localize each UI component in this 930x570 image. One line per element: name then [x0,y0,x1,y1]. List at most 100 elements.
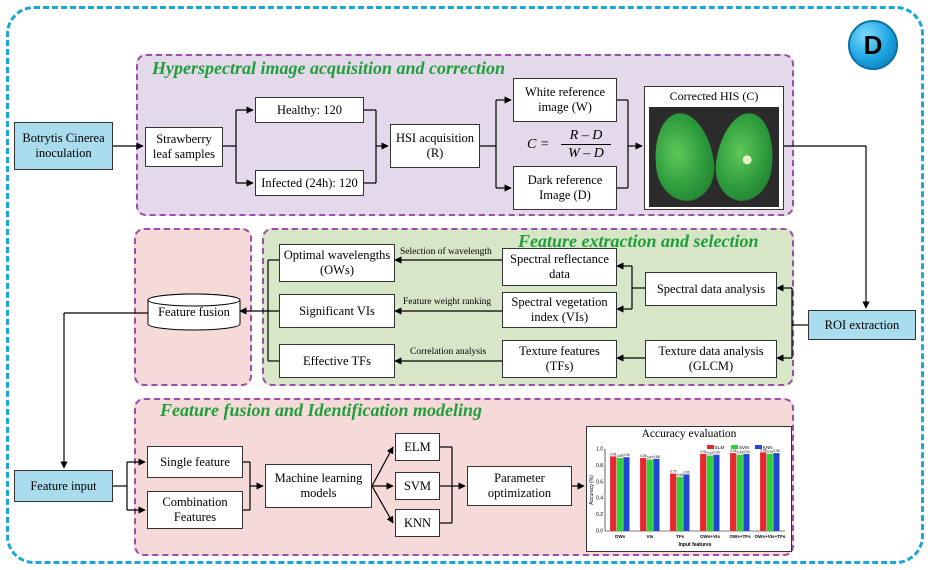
bar-svm [616,458,623,531]
bar-knn [713,454,720,531]
bar-value-label: 0.94 [743,450,749,454]
x-axis-label: Input features [678,542,711,548]
corrected-his-label: Corrected HIS (C) [669,89,759,103]
feature-weight-ranking-label: Feature weight ranking [403,297,492,307]
spectral-data-analysis-box: Spectral data analysis [645,272,777,306]
bar-knn [653,458,660,531]
single-feature-box: Single feature [147,446,243,478]
x-tick-label: OWs [615,534,626,539]
dark-reference-box: Dark reference Image (D) [513,166,617,210]
x-tick-label: OWs+VIs+TFs [755,534,786,539]
legend-label-elm: ELM [715,445,725,450]
svm-box: SVM [395,472,440,500]
bar-value-label: 0.91 [610,452,616,456]
y-tick-label: 0.4 [596,496,603,502]
formula-numerator: R – D [561,128,611,145]
y-tick-label: 0.6 [596,479,603,485]
bar-elm [700,453,707,531]
bar-svm [676,476,683,531]
y-tick-label: 1.0 [596,447,603,453]
selection-of-wavelength-label: Selection of wavelength [400,247,492,257]
bar-value-label: 0.95 [730,449,736,453]
bar-elm [610,456,617,531]
bar-value-label: 0.87 [647,456,653,460]
bar-svm [766,453,773,531]
bar-knn [623,457,630,531]
bar-value-label: 0.93 [713,451,719,455]
panel-badge: D [848,20,898,70]
bar-value-label: 0.90 [623,453,629,457]
infected-leaf-image [711,109,779,205]
bar-elm [640,458,647,531]
bar-knn [773,453,780,531]
combination-features-box: Combination Features [147,491,243,529]
knn-box: KNN [395,509,440,537]
acquisition-panel-title: Hyperspectral image acquisition and corr… [152,58,505,78]
feature-fusion-cylinder: Feature fusion [158,305,230,319]
optimal-wavelengths-box: Optimal wavelengths (OWs) [279,244,395,282]
y-tick-label: 0.8 [596,463,603,469]
spectral-vegetation-box: Spectral vegetation index (VIs) [502,292,617,328]
feature-input-box: Feature input [14,470,113,502]
bar-value-label: 0.94 [700,450,706,454]
legend-label-knn: KNN [763,445,773,450]
bar-elm [670,473,677,531]
healthy-box: Healthy: 120 [255,97,364,123]
healthy-leaf-image [649,109,719,205]
bar-value-label: 0.95 [773,449,779,453]
parameter-optimization-box: Parameter optimization [467,466,572,506]
bar-value-label: 0.94 [767,450,773,454]
bar-value-label: 0.70 [670,470,676,474]
bar-elm [760,452,767,531]
formula-denominator: W – D [568,146,604,161]
x-tick-label: TFs [676,534,685,539]
elm-box: ELM [395,433,440,461]
white-reference-box: White reference image (W) [513,78,617,122]
bar-svm [736,454,743,531]
bar-value-label: 0.96 [760,448,766,452]
y-tick-label: 0.0 [596,529,603,535]
formula-lhs: C = [527,137,550,152]
correlation-analysis-label: Correlation analysis [410,347,487,357]
legend-swatch-elm [707,445,714,449]
effective-tfs-box: Effective TFs [279,344,395,378]
infection-spot [742,154,753,165]
bar-svm [706,455,713,531]
bar-value-label: 0.89 [640,454,646,458]
bar-knn [683,474,690,531]
chart-title: Accuracy evaluation [641,428,737,440]
bar-elm [730,453,737,531]
outer-frame [6,6,924,564]
infected-box: Infected (24h): 120 [255,170,364,196]
bar-knn [743,453,750,531]
x-tick-label: OWs+TFs [729,534,751,539]
machine-learning-models-box: Machine learning models [265,464,372,508]
texture-data-analysis-box: Texture data analysis (GLCM) [645,340,777,378]
botrytis-inoculation-box: Botrytis Cinerea inoculation [14,122,113,170]
bar-value-label: 0.66 [677,473,683,477]
hsi-acquisition-box: HSI acquisition (R) [390,124,480,168]
corrected-his-panel: Corrected HIS (C) [644,86,784,210]
spectral-reflectance-box: Spectral reflectance data [502,248,617,286]
texture-features-box: Texture features (TFs) [502,340,617,378]
y-axis-label: Accuracy (%) [589,475,595,505]
legend-swatch-svm [731,445,738,449]
extraction-panel-title: Feature extraction and selection [518,231,759,251]
roi-extraction-box: ROI extraction [808,310,916,340]
bar-svm [646,459,653,531]
modeling-panel-title: Feature fusion and Identification modeli… [160,400,483,420]
bar-value-label: 0.92 [707,452,713,456]
legend-swatch-knn [755,445,762,449]
significant-vis-box: Significant VIs [279,294,395,328]
bar-value-label: 0.89 [617,454,623,458]
bar-value-label: 0.93 [737,451,743,455]
x-tick-label: VIs [647,534,654,539]
correction-formula: C = R – D W – D [527,128,617,164]
leaf-image [649,107,779,207]
bar-value-label: 0.88 [653,455,659,459]
bar-value-label: 0.69 [683,470,689,474]
strawberry-samples-box: Strawberry leaf samples [145,127,223,167]
